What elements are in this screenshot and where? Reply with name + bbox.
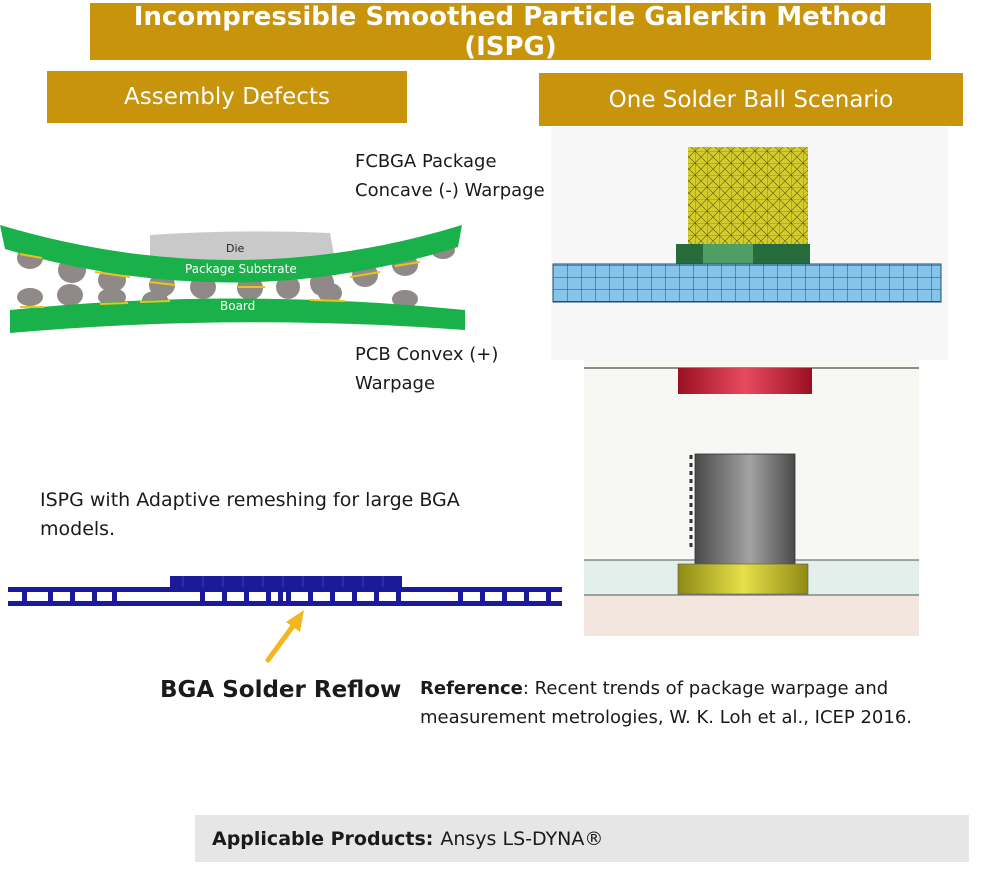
bga-balls xyxy=(22,592,551,601)
board-label: Board xyxy=(220,299,256,313)
bga-substrate xyxy=(8,587,562,592)
fcbga-warpage-text: FCBGA Package Concave (-) Warpage xyxy=(355,151,545,201)
board xyxy=(10,298,465,333)
bga-package xyxy=(170,576,402,589)
reference-text: Reference: Recent trends of package warp… xyxy=(420,678,913,728)
title-banner: Incompressible Smoothed Particle Galerki… xyxy=(90,2,931,62)
warpage-diagram xyxy=(0,225,465,333)
package-pad xyxy=(678,368,812,394)
solder-pads xyxy=(19,253,421,308)
board-pad xyxy=(677,563,809,595)
bga-model-diagram xyxy=(8,576,562,606)
applicable-products-box: Applicable Products: Ansys LS-DYNA® xyxy=(195,815,969,862)
pcb-warpage-text: PCB Convex (+) Warpage xyxy=(355,344,499,394)
die-shape xyxy=(150,231,335,266)
solder-ball-mesh-render xyxy=(551,127,948,360)
assembly-defects-heading: Assembly Defects xyxy=(47,71,407,123)
products-label: Applicable Products: xyxy=(212,827,434,850)
bga-board xyxy=(8,601,562,606)
bga-solder-reflow-caption: BGA Solder Reflow xyxy=(160,677,402,703)
package-substrate xyxy=(0,225,462,283)
products-value: Ansys LS-DYNA® xyxy=(440,827,604,850)
solder-column xyxy=(694,453,796,567)
reference-label: Reference xyxy=(420,678,523,699)
die-label: Die xyxy=(226,242,245,255)
solder-ball-scenario-heading: One Solder Ball Scenario xyxy=(539,73,963,126)
pointer-arrow-icon xyxy=(265,610,304,663)
substrate-label: Package Substrate xyxy=(185,262,297,276)
solder-ball-reflow-render xyxy=(584,360,919,636)
ispg-description: ISPG with Adaptive remeshing for large B… xyxy=(40,489,460,540)
